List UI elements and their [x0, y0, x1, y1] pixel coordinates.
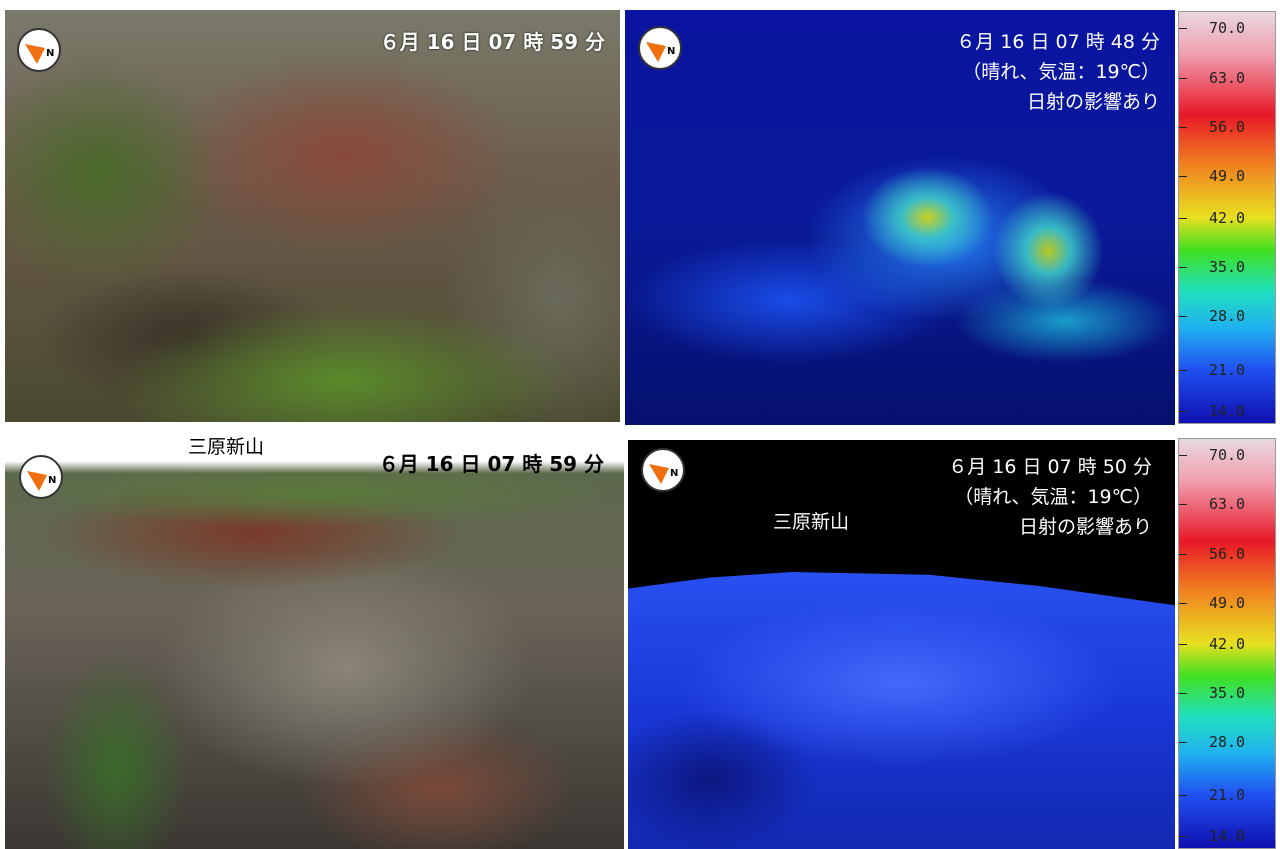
scale-tick: 14.0 — [1179, 827, 1275, 845]
svg-text:N: N — [667, 46, 675, 57]
weather-top-right: （晴れ、気温：19℃） — [962, 61, 1160, 83]
scale-tick: 70.0 — [1179, 19, 1275, 37]
location-label-bottom-left: 三原新山 — [188, 436, 265, 458]
svg-text:N: N — [670, 468, 678, 479]
timestamp-bottom-left: ６月 16 日 07 時 59 分 — [378, 452, 604, 476]
timestamp-bottom-right: ６月 16 日 07 時 50 分 — [948, 456, 1152, 478]
scale-tick: 28.0 — [1179, 307, 1275, 325]
scale-tick: 49.0 — [1179, 167, 1275, 185]
color-bar — [1179, 12, 1275, 423]
scale-tick: 42.0 — [1179, 635, 1275, 653]
weather-bottom-right: （晴れ、気温：19℃） — [954, 486, 1152, 508]
thermal-info-bottom: ６月 16 日 07 時 50 分 （晴れ、気温：19℃） 日射の影響あり — [948, 452, 1152, 542]
note-top-right: 日射の影響あり — [1026, 91, 1160, 113]
scale-tick: 42.0 — [1179, 209, 1275, 227]
timestamp-top-right: ６月 16 日 07 時 48 分 — [956, 31, 1160, 53]
scale-tick: 63.0 — [1179, 69, 1275, 87]
scale-tick: 70.0 — [1179, 446, 1275, 464]
timestamp-top-left: ６月 16 日 07 時 59 分 — [379, 30, 605, 54]
compass-icon: N — [17, 28, 61, 72]
thermal-surface — [628, 572, 1175, 849]
scale-tick: 35.0 — [1179, 684, 1275, 702]
svg-text:N: N — [46, 48, 54, 59]
compass-icon: N — [19, 455, 63, 499]
scale-tick: 14.0 — [1179, 402, 1275, 420]
scale-tick: 49.0 — [1179, 594, 1275, 612]
note-bottom-right: 日射の影響あり — [1018, 516, 1152, 538]
compass-icon: N — [638, 26, 682, 70]
thermal-image-bottom: N ６月 16 日 07 時 50 分 （晴れ、気温：19℃） 日射の影響あり … — [628, 440, 1175, 849]
thermal-info-top: ６月 16 日 07 時 48 分 （晴れ、気温：19℃） 日射の影響あり — [956, 27, 1160, 117]
scale-tick: 28.0 — [1179, 733, 1275, 751]
scale-tick: 21.0 — [1179, 361, 1275, 379]
temperature-scale-top: 70.0 63.0 56.0 49.0 42.0 35.0 28.0 21.0 … — [1178, 11, 1276, 424]
scale-tick: 35.0 — [1179, 258, 1275, 276]
scale-tick: 21.0 — [1179, 786, 1275, 804]
crater-photo-top: N ６月 16 日 07 時 59 分 — [5, 10, 620, 422]
thermal-image-top: N ６月 16 日 07 時 48 分 （晴れ、気温：19℃） 日射の影響あり — [625, 10, 1175, 425]
compass-icon: N — [641, 448, 685, 492]
scale-tick: 56.0 — [1179, 118, 1275, 136]
color-bar — [1179, 439, 1275, 848]
scale-tick: 56.0 — [1179, 545, 1275, 563]
location-label-bottom-right: 三原新山 — [773, 511, 850, 533]
svg-text:N: N — [48, 475, 56, 486]
temperature-scale-bottom: 70.0 63.0 56.0 49.0 42.0 35.0 28.0 21.0 … — [1178, 438, 1276, 849]
crater-photo-bottom: N ６月 16 日 07 時 59 分 — [5, 445, 624, 849]
scale-tick: 63.0 — [1179, 495, 1275, 513]
